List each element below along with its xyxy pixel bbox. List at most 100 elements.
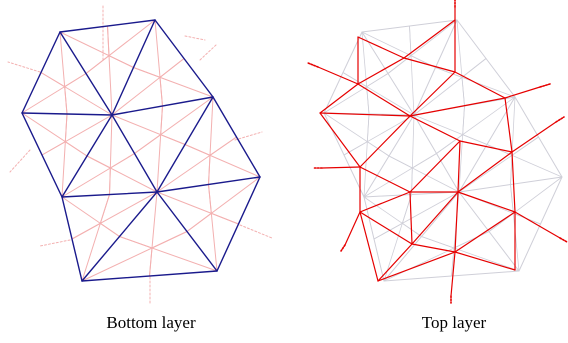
bottom-triangle-edge xyxy=(212,96,261,178)
top-background-line xyxy=(510,184,514,214)
top-red-edge xyxy=(359,166,411,193)
bottom-inner-line xyxy=(109,167,111,195)
bottom-dashed-extension xyxy=(234,131,263,141)
top-red-edge xyxy=(409,140,461,193)
bottom-dashed-extension xyxy=(7,61,41,73)
top-ray-dotted-tip xyxy=(539,83,551,88)
bottom-inner-line xyxy=(209,136,237,156)
bottom-inner-line xyxy=(99,222,120,237)
top-red-edge xyxy=(319,112,411,117)
bottom-inner-line xyxy=(208,154,211,185)
top-background-line xyxy=(435,67,463,78)
bottom-triangle-edge xyxy=(216,176,261,272)
bottom-inner-line xyxy=(71,222,101,240)
bottom-triangle-edge xyxy=(154,19,214,98)
top-red-ray xyxy=(511,121,557,153)
top-red-edge xyxy=(454,191,459,253)
top-background-line xyxy=(342,72,368,88)
top-red-ray xyxy=(317,66,359,85)
bottom-layer-caption: Bottom layer xyxy=(106,313,196,332)
top-background-line xyxy=(409,25,412,57)
bottom-inner-line xyxy=(184,144,211,156)
top-background-line xyxy=(462,134,488,145)
bottom-triangle-edge xyxy=(21,112,63,198)
top-red-ray xyxy=(514,211,561,239)
top-background-line xyxy=(373,222,403,240)
bottom-inner-line xyxy=(159,76,163,107)
top-layer-caption: Top layer xyxy=(421,313,487,332)
bottom-inner-line xyxy=(86,155,111,169)
bottom-inner-line xyxy=(109,153,135,169)
bottom-triangle-edge xyxy=(156,176,261,193)
bottom-inner-line xyxy=(64,113,68,143)
top-background-line xyxy=(366,86,370,115)
bottom-inner-line xyxy=(107,25,110,57)
top-red-edge xyxy=(457,140,461,193)
bottom-triangle-edge xyxy=(156,96,214,193)
top-red-edge xyxy=(457,151,513,193)
top-background-line xyxy=(511,136,539,156)
bottom-inner-line xyxy=(64,73,87,88)
top-background-line xyxy=(461,58,487,78)
top-background-line xyxy=(462,105,465,136)
bottom-inner-line xyxy=(160,134,186,145)
bottom-inner-line xyxy=(108,55,134,68)
bottom-inner-line xyxy=(41,141,66,156)
top-background-line xyxy=(411,153,437,169)
top-red-edge xyxy=(377,243,413,282)
top-red-edge xyxy=(357,57,405,85)
bottom-dashed-extension xyxy=(39,239,71,247)
top-red-edge xyxy=(359,115,411,168)
bottom-inner-line xyxy=(159,58,185,78)
bottom-triangle-edge xyxy=(61,196,83,282)
top-red-edge xyxy=(459,140,513,153)
bottom-inner-line xyxy=(133,67,161,78)
top-red-edge xyxy=(359,191,411,213)
top-red-ray xyxy=(504,86,541,99)
top-red-ray xyxy=(344,211,361,246)
bottom-dashed-extension xyxy=(184,35,206,41)
top-background-line xyxy=(453,231,490,249)
bottom-inner-line xyxy=(210,212,239,225)
bottom-inner-line xyxy=(64,86,68,115)
top-background-line xyxy=(421,236,455,249)
top-red-edge xyxy=(454,211,516,253)
top-ray-dotted-tip xyxy=(307,62,319,68)
top-red-edge xyxy=(377,251,456,282)
top-ray-dotted-tip xyxy=(340,244,346,252)
bottom-triangle-edge xyxy=(111,114,158,193)
bottom-triangle-edge xyxy=(21,112,113,116)
bottom-inner-line xyxy=(134,134,162,154)
top-red-edge xyxy=(359,211,379,282)
top-red-edge xyxy=(319,112,361,168)
top-background-line xyxy=(343,141,368,156)
top-ray-dotted-tip xyxy=(559,237,568,243)
top-red-edge xyxy=(409,71,456,117)
top-red-edge xyxy=(319,83,359,114)
top-red-edge xyxy=(454,251,516,271)
top-red-ray xyxy=(450,251,456,297)
bottom-triangle-edge xyxy=(59,19,156,33)
bottom-triangle-edge xyxy=(111,96,214,116)
top-red-edge xyxy=(409,191,413,245)
bottom-inner-line xyxy=(85,55,110,74)
bottom-inner-line xyxy=(149,247,153,277)
bottom-triangle-edge xyxy=(81,191,158,282)
bottom-inner-line xyxy=(40,72,66,88)
top-ray-dotted-tip xyxy=(555,116,565,123)
bottom-triangle-edge xyxy=(21,31,61,114)
top-red-edge xyxy=(457,191,516,213)
top-red-edge xyxy=(357,36,405,59)
bottom-inner-line xyxy=(208,184,212,214)
top-layer-mesh xyxy=(307,0,568,304)
top-background-line xyxy=(366,113,370,143)
top-red-edge xyxy=(357,83,411,117)
top-red-edge xyxy=(409,97,506,117)
top-background-line xyxy=(388,155,413,169)
top-red-edge xyxy=(409,115,461,142)
bottom-inner-line xyxy=(160,105,163,136)
top-red-ray xyxy=(321,166,361,169)
bottom-inner-line xyxy=(119,236,153,249)
bottom-layer-mesh xyxy=(7,3,273,304)
